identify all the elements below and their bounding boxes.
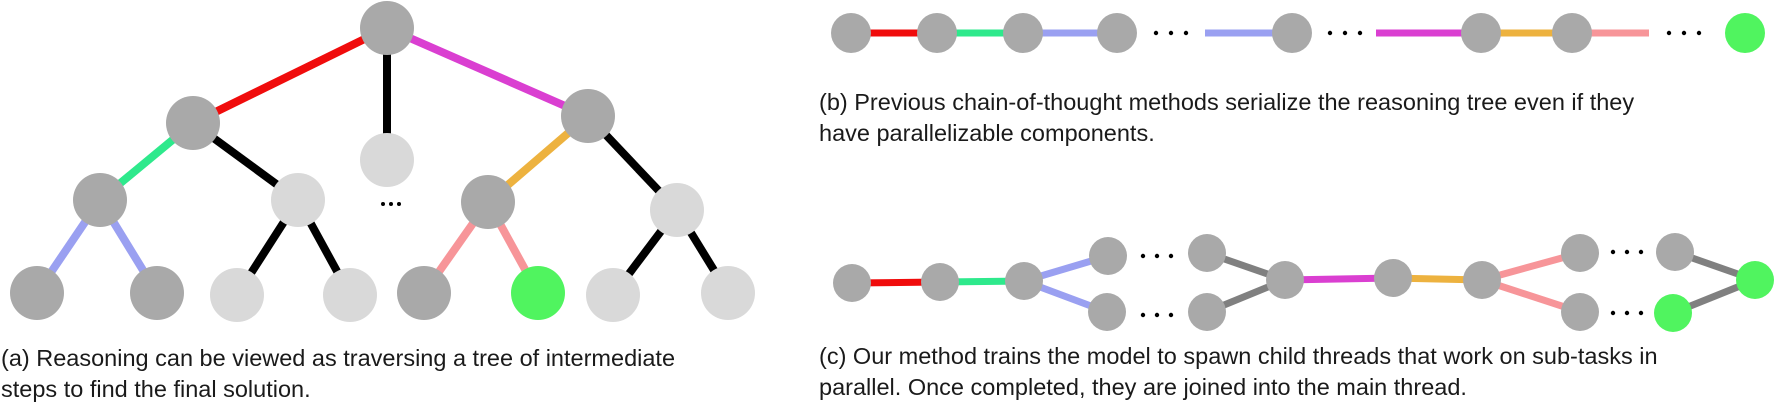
parallel-threads-ellipsis-dot	[1154, 253, 1160, 259]
parallel-threads-ellipsis-dot	[1168, 312, 1174, 318]
parallel-threads-node-j1	[1266, 261, 1304, 299]
serial-chain-ellipsis-dot	[1666, 30, 1672, 36]
reasoning-tree-node-n-rl	[461, 175, 515, 229]
reasoning-tree-node-n-lr	[271, 173, 325, 227]
serial-chain-ellipsis-dot	[1357, 30, 1363, 36]
reasoning-tree-node-b6	[511, 266, 565, 320]
serial-chain-node-c3	[1003, 13, 1043, 53]
serial-chain-node-c6	[1461, 13, 1501, 53]
reasoning-tree-node-b8	[701, 266, 755, 320]
serial-chain-ellipsis-dot	[1168, 30, 1174, 36]
caption-c-line-1: (c) Our method trains the model to spawn…	[819, 343, 1658, 369]
parallel-threads-ellipsis-dot	[1624, 310, 1630, 316]
parallel-threads-ellipsis-dot	[1638, 249, 1644, 255]
reasoning-tree-node-n-l	[166, 96, 220, 150]
reasoning-tree-node-root	[360, 1, 414, 55]
serial-chain-node-c5	[1272, 13, 1312, 53]
serial-chain-ellipsis-dot	[1681, 30, 1687, 36]
caption-panel-c: (c) Our method trains the model to spawn…	[819, 341, 1658, 403]
parallel-threads-node-m2	[921, 263, 959, 301]
caption-b-line-1: (b) Previous chain-of-thought methods se…	[819, 89, 1635, 115]
parallel-threads-node-l2	[1188, 293, 1226, 331]
reasoning-tree-node-n-m	[360, 133, 414, 187]
parallel-threads-node-u1	[1089, 237, 1127, 275]
reasoning-tree-node-n-r	[561, 89, 615, 143]
parallel-threads-node-m1	[833, 264, 871, 302]
reasoning-tree-node-b7	[586, 268, 640, 322]
serial-chain-ellipsis-dot	[1153, 30, 1159, 36]
caption-b-line-2: have parallelizable components.	[819, 120, 1155, 146]
reasoning-tree-node-n-rr	[650, 183, 704, 237]
serial-chain-node-c1	[831, 13, 871, 53]
parallel-threads-ellipsis-dot	[1140, 253, 1146, 259]
parallel-threads-ellipsis-dot	[1610, 310, 1616, 316]
serial-chain-node-c7	[1552, 13, 1592, 53]
reasoning-tree-node-b3	[210, 268, 264, 322]
reasoning-tree-node-b2	[130, 266, 184, 320]
caption-c-line-2: parallel. Once completed, they are joine…	[819, 374, 1467, 400]
serial-chain-ellipsis-dot	[1183, 30, 1189, 36]
serial-chain-node-c4	[1097, 13, 1137, 53]
parallel-threads-node-l1	[1088, 293, 1126, 331]
caption-panel-a: (a) Reasoning can be viewed as traversin…	[1, 343, 675, 405]
reasoning-tree-edge-magenta	[385, 24, 590, 120]
parallel-threads-node-j2	[1736, 261, 1774, 299]
serial-chain-node-c8	[1725, 13, 1765, 53]
caption-panel-b: (b) Previous chain-of-thought methods se…	[819, 87, 1634, 149]
caption-a-line-2: steps to find the final solution.	[1, 376, 311, 402]
reasoning-tree-edge-red	[191, 24, 389, 127]
parallel-threads-ellipsis-dot	[1154, 312, 1160, 318]
parallel-threads-ellipsis-dot	[1140, 312, 1146, 318]
parallel-threads-node-m4	[1374, 259, 1412, 297]
parallel-threads-ellipsis-dot	[1168, 253, 1174, 259]
parallel-threads-node-l3	[1561, 293, 1599, 331]
caption-a-line-1: (a) Reasoning can be viewed as traversin…	[1, 345, 676, 371]
parallel-threads-ellipsis-dot	[1624, 249, 1630, 255]
reasoning-tree-ellipsis-dot	[397, 202, 401, 206]
reasoning-tree-node-b1	[10, 266, 64, 320]
reasoning-tree-ellipsis-dot	[389, 202, 393, 206]
reasoning-tree-node-b4	[323, 268, 377, 322]
parallel-threads-node-m3	[1005, 262, 1043, 300]
reasoning-tree-ellipsis-dot	[381, 202, 385, 206]
parallel-threads-ellipsis-dot	[1638, 310, 1644, 316]
serial-chain-ellipsis-dot	[1696, 30, 1702, 36]
serial-chain-ellipsis-dot	[1342, 30, 1348, 36]
reasoning-tree-node-n-ll	[73, 173, 127, 227]
serial-chain-node-c2	[917, 13, 957, 53]
parallel-threads-node-m5	[1463, 261, 1501, 299]
reasoning-tree-node-b5	[397, 266, 451, 320]
serial-chain-ellipsis-dot	[1327, 30, 1333, 36]
parallel-threads-ellipsis-dot	[1610, 249, 1616, 255]
parallel-threads-node-u3	[1561, 234, 1599, 272]
parallel-threads-node-u4	[1656, 233, 1694, 271]
parallel-threads-node-l4	[1654, 294, 1692, 332]
parallel-threads-node-u2	[1188, 234, 1226, 272]
